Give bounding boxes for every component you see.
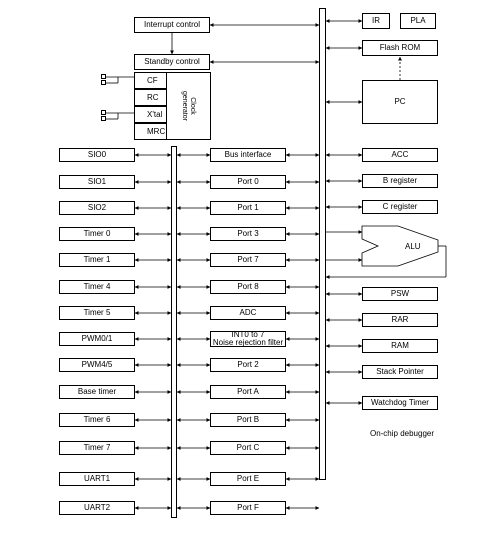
port-0: Port 0: [210, 175, 286, 189]
peripheral-13: UART2: [59, 501, 135, 515]
port-11: Port E: [210, 472, 286, 486]
cpu-block-4: Watchdog Timer: [362, 396, 438, 410]
register-1: B register: [362, 174, 438, 188]
port-12: Port F: [210, 501, 286, 515]
pla-box: PLA: [400, 13, 436, 29]
cpu-block-3: Stack Pointer: [362, 365, 438, 379]
peripheral-4: Timer 1: [59, 253, 135, 267]
peripheral-0: SIO0: [59, 148, 135, 162]
peripheral-3: Timer 0: [59, 227, 135, 241]
alu-outline: [361, 225, 439, 267]
port-2: Port 3: [210, 227, 286, 241]
on-chip-debugger-box: On-chip debugger: [362, 426, 442, 442]
clock-source-0: CF: [134, 72, 167, 89]
port-6-line: Noise rejection filter: [212, 338, 284, 347]
clock-source-3: MRC: [134, 123, 167, 140]
register-2: C register: [362, 200, 438, 214]
pin-terminal: [101, 116, 106, 121]
pin-terminal: [101, 74, 106, 79]
port-4: Port 8: [210, 280, 286, 294]
port-7: Port 2: [210, 358, 286, 372]
peripheral-12: UART1: [59, 472, 135, 486]
peripheral-10: Timer 6: [59, 413, 135, 427]
alu-shape: ALU: [361, 225, 439, 267]
peripheral-9: Base timer: [59, 385, 135, 399]
flash-rom-box: Flash ROM: [362, 40, 438, 56]
peripheral-5: Timer 4: [59, 280, 135, 294]
alu-label: ALU: [405, 242, 421, 251]
port-9: Port B: [210, 413, 286, 427]
peripheral-2: SIO2: [59, 201, 135, 215]
main-bus: [319, 8, 326, 480]
clock-source-1: RC: [134, 89, 167, 106]
cpu-block-2: RAM: [362, 339, 438, 353]
peripheral-1: SIO1: [59, 175, 135, 189]
port-10: Port C: [210, 441, 286, 455]
standby-control-box: Standby control: [134, 54, 210, 70]
port-1: Port 1: [210, 201, 286, 215]
ir-box: IR: [362, 13, 390, 29]
peripheral-8: PWM4/5: [59, 358, 135, 372]
cpu-block-1: RAR: [362, 313, 438, 327]
peripheral-bus: [171, 146, 177, 518]
pc-box: PC: [362, 80, 438, 124]
port-8: Port A: [210, 385, 286, 399]
pin-terminal: [101, 80, 106, 85]
port-6-line: INT0 to 7: [231, 330, 265, 339]
register-0: ACC: [362, 148, 438, 162]
port-3: Port 7: [210, 253, 286, 267]
bus-interface-box: Bus interface: [210, 148, 286, 162]
cpu-block-0: PSW: [362, 287, 438, 301]
peripheral-6: Timer 5: [59, 306, 135, 320]
peripheral-11: Timer 7: [59, 441, 135, 455]
clock-generator-label-line: Clock: [189, 97, 196, 115]
clock-source-2: X'tal: [134, 106, 167, 123]
pin-terminal: [101, 110, 106, 115]
interrupt-control-box: Interrupt control: [134, 17, 210, 33]
clock-generator-label-line: generator: [181, 91, 188, 121]
port-5: ADC: [210, 306, 286, 320]
peripheral-7: PWM0/1: [59, 332, 135, 346]
